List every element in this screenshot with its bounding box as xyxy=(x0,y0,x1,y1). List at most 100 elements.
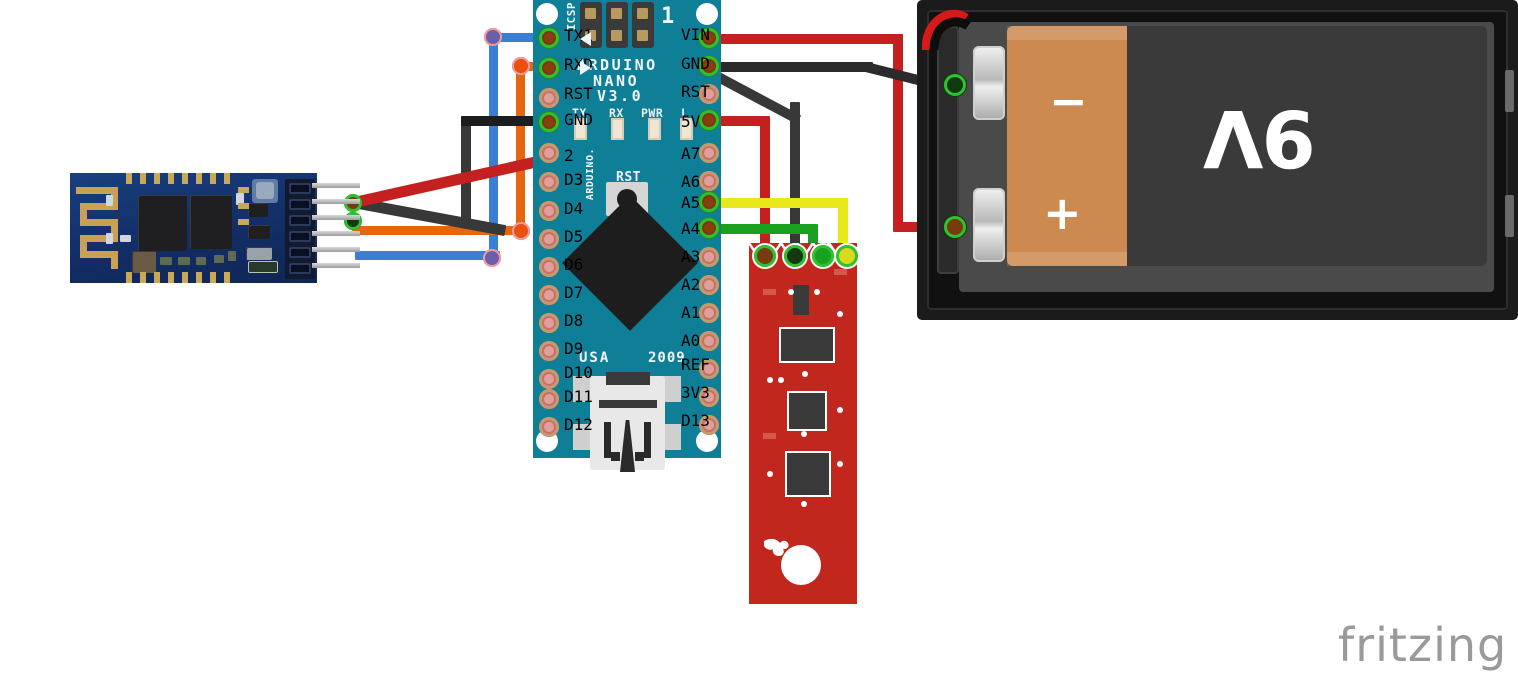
pad-gnd-right[interactable] xyxy=(699,56,719,76)
rx-led xyxy=(611,118,624,140)
wire-vin-battery-red[interactable] xyxy=(707,34,903,44)
pad-d13[interactable] xyxy=(699,415,719,435)
pad-tx1[interactable] xyxy=(539,28,559,48)
pad-5v[interactable] xyxy=(699,110,719,130)
battery-lead-icon xyxy=(922,9,971,51)
sparkfun-sensor-board[interactable] xyxy=(749,243,857,604)
wire-5v-sensor-red[interactable] xyxy=(707,116,769,126)
wire-endpoint[interactable] xyxy=(484,28,502,46)
icsp-header[interactable] xyxy=(580,2,654,48)
pad-gnd-left[interactable] xyxy=(539,112,559,132)
pad-d8[interactable] xyxy=(539,313,559,333)
hc05-bluetooth-module[interactable] xyxy=(70,173,317,283)
pad-d12[interactable] xyxy=(539,417,559,437)
pad-rxd[interactable] xyxy=(539,58,559,78)
pad-d2[interactable] xyxy=(539,143,559,163)
pin-label-gnd-r: GND xyxy=(681,54,710,73)
pad-ref[interactable] xyxy=(699,359,719,379)
wire-bt-rxd-blue[interactable] xyxy=(489,39,498,257)
sensor-pad-sda[interactable] xyxy=(812,245,834,267)
regulator-chip xyxy=(248,203,268,217)
bc417-chip xyxy=(138,195,187,251)
pad-d7[interactable] xyxy=(539,285,559,305)
header-pin[interactable] xyxy=(312,199,360,204)
pad-d10[interactable] xyxy=(539,369,559,389)
wire-gnd-sensor-black[interactable] xyxy=(790,102,800,254)
battery-plus-label: + xyxy=(1043,186,1082,240)
header-pin[interactable] xyxy=(312,263,360,268)
pin-label-rst: RST xyxy=(564,84,593,103)
mini-usb-connector[interactable] xyxy=(590,372,665,472)
l-led-label: L xyxy=(681,106,689,120)
pad-a3[interactable] xyxy=(699,247,719,267)
wire-5v-sensor-red[interactable] xyxy=(760,116,770,254)
header-pin[interactable] xyxy=(312,247,360,252)
pad-vin[interactable] xyxy=(699,28,719,48)
wire-endpoint[interactable] xyxy=(512,222,530,240)
pad-rst-left[interactable] xyxy=(539,88,559,108)
header-pin[interactable] xyxy=(312,215,360,220)
pad-d11[interactable] xyxy=(539,389,559,409)
sensor-pad-scl[interactable] xyxy=(836,245,858,267)
wire-gnd-battery-black[interactable] xyxy=(707,62,873,72)
arduino-nano-board[interactable]: ICSP 1 ARDUINO NANO V3.0 ARDUINO. TX RX … xyxy=(533,0,721,472)
wire-bt-rxd-blue[interactable] xyxy=(355,251,500,260)
crystal xyxy=(246,247,272,260)
wire-endpoint[interactable] xyxy=(512,57,530,75)
l-led xyxy=(680,118,693,140)
wire-bt-rxd-blue[interactable] xyxy=(489,33,551,42)
wire-a5-scl-yellow[interactable] xyxy=(838,198,848,256)
pin-label-a1: A1 xyxy=(681,303,701,322)
battery-contact-spring xyxy=(973,46,1005,120)
pwr-led xyxy=(648,118,661,140)
pin-label-d10: D10 xyxy=(564,363,593,382)
pad-a5[interactable] xyxy=(699,192,719,212)
pad-a1[interactable] xyxy=(699,303,719,323)
model-label: NANO xyxy=(593,72,640,90)
battery-terminal-positive[interactable] xyxy=(944,216,966,238)
pin-label-a2: A2 xyxy=(681,275,701,294)
icsp-pin1-label: 1 xyxy=(661,4,675,29)
component-ic xyxy=(785,451,831,497)
pin-label-d9: D9 xyxy=(564,339,584,358)
pad-d6[interactable] xyxy=(539,257,559,277)
pin-label-a3: A3 xyxy=(681,247,701,266)
wire-a5-scl-yellow[interactable] xyxy=(707,198,848,208)
wire-bt-txd-orange[interactable] xyxy=(516,64,525,231)
wire-a4-sda-green[interactable] xyxy=(808,224,818,256)
pad-a6[interactable] xyxy=(699,171,719,191)
wire-a4-sda-green[interactable] xyxy=(707,224,817,234)
pin-label-vin: VIN xyxy=(681,25,710,44)
wire-endpoint[interactable] xyxy=(483,249,501,267)
mounting-hole xyxy=(536,3,558,25)
wire-bt-txd-orange[interactable] xyxy=(352,226,524,235)
header-pin[interactable] xyxy=(312,183,360,188)
pad-a4[interactable] xyxy=(699,218,719,238)
pad-rst-right[interactable] xyxy=(699,84,719,104)
bt-en-button[interactable] xyxy=(252,179,278,203)
tx-arrow-icon xyxy=(580,32,591,46)
component-ic xyxy=(787,391,827,431)
pad-3v3[interactable] xyxy=(699,387,719,407)
pad-d3[interactable] xyxy=(539,172,559,192)
pad-d9[interactable] xyxy=(539,341,559,361)
pad-d4[interactable] xyxy=(539,201,559,221)
battery-label-band xyxy=(1007,26,1127,266)
header-pin[interactable] xyxy=(312,231,360,236)
pwr-led-label: PWR xyxy=(641,106,664,120)
pad-a0[interactable] xyxy=(699,331,719,351)
battery-holder-9v[interactable]: − + 9V xyxy=(917,0,1518,320)
pin-label-d11: D11 xyxy=(564,387,593,406)
sensor-pad-gnd[interactable] xyxy=(754,245,776,267)
battery-terminal-negative[interactable] xyxy=(944,74,966,96)
pad-d5[interactable] xyxy=(539,229,559,249)
pad-a2[interactable] xyxy=(699,275,719,295)
sensor-pad-vcc[interactable] xyxy=(784,245,806,267)
hc05-pin-header[interactable] xyxy=(285,179,315,279)
rx-arrow-icon xyxy=(580,61,591,75)
pad-a7[interactable] xyxy=(699,143,719,163)
pin-label-d13: D13 xyxy=(681,411,710,430)
wire-vin-battery-red[interactable] xyxy=(893,34,903,228)
pin-label-5v: 5V xyxy=(681,112,701,131)
wire-bt-gnd-black[interactable] xyxy=(461,116,551,126)
